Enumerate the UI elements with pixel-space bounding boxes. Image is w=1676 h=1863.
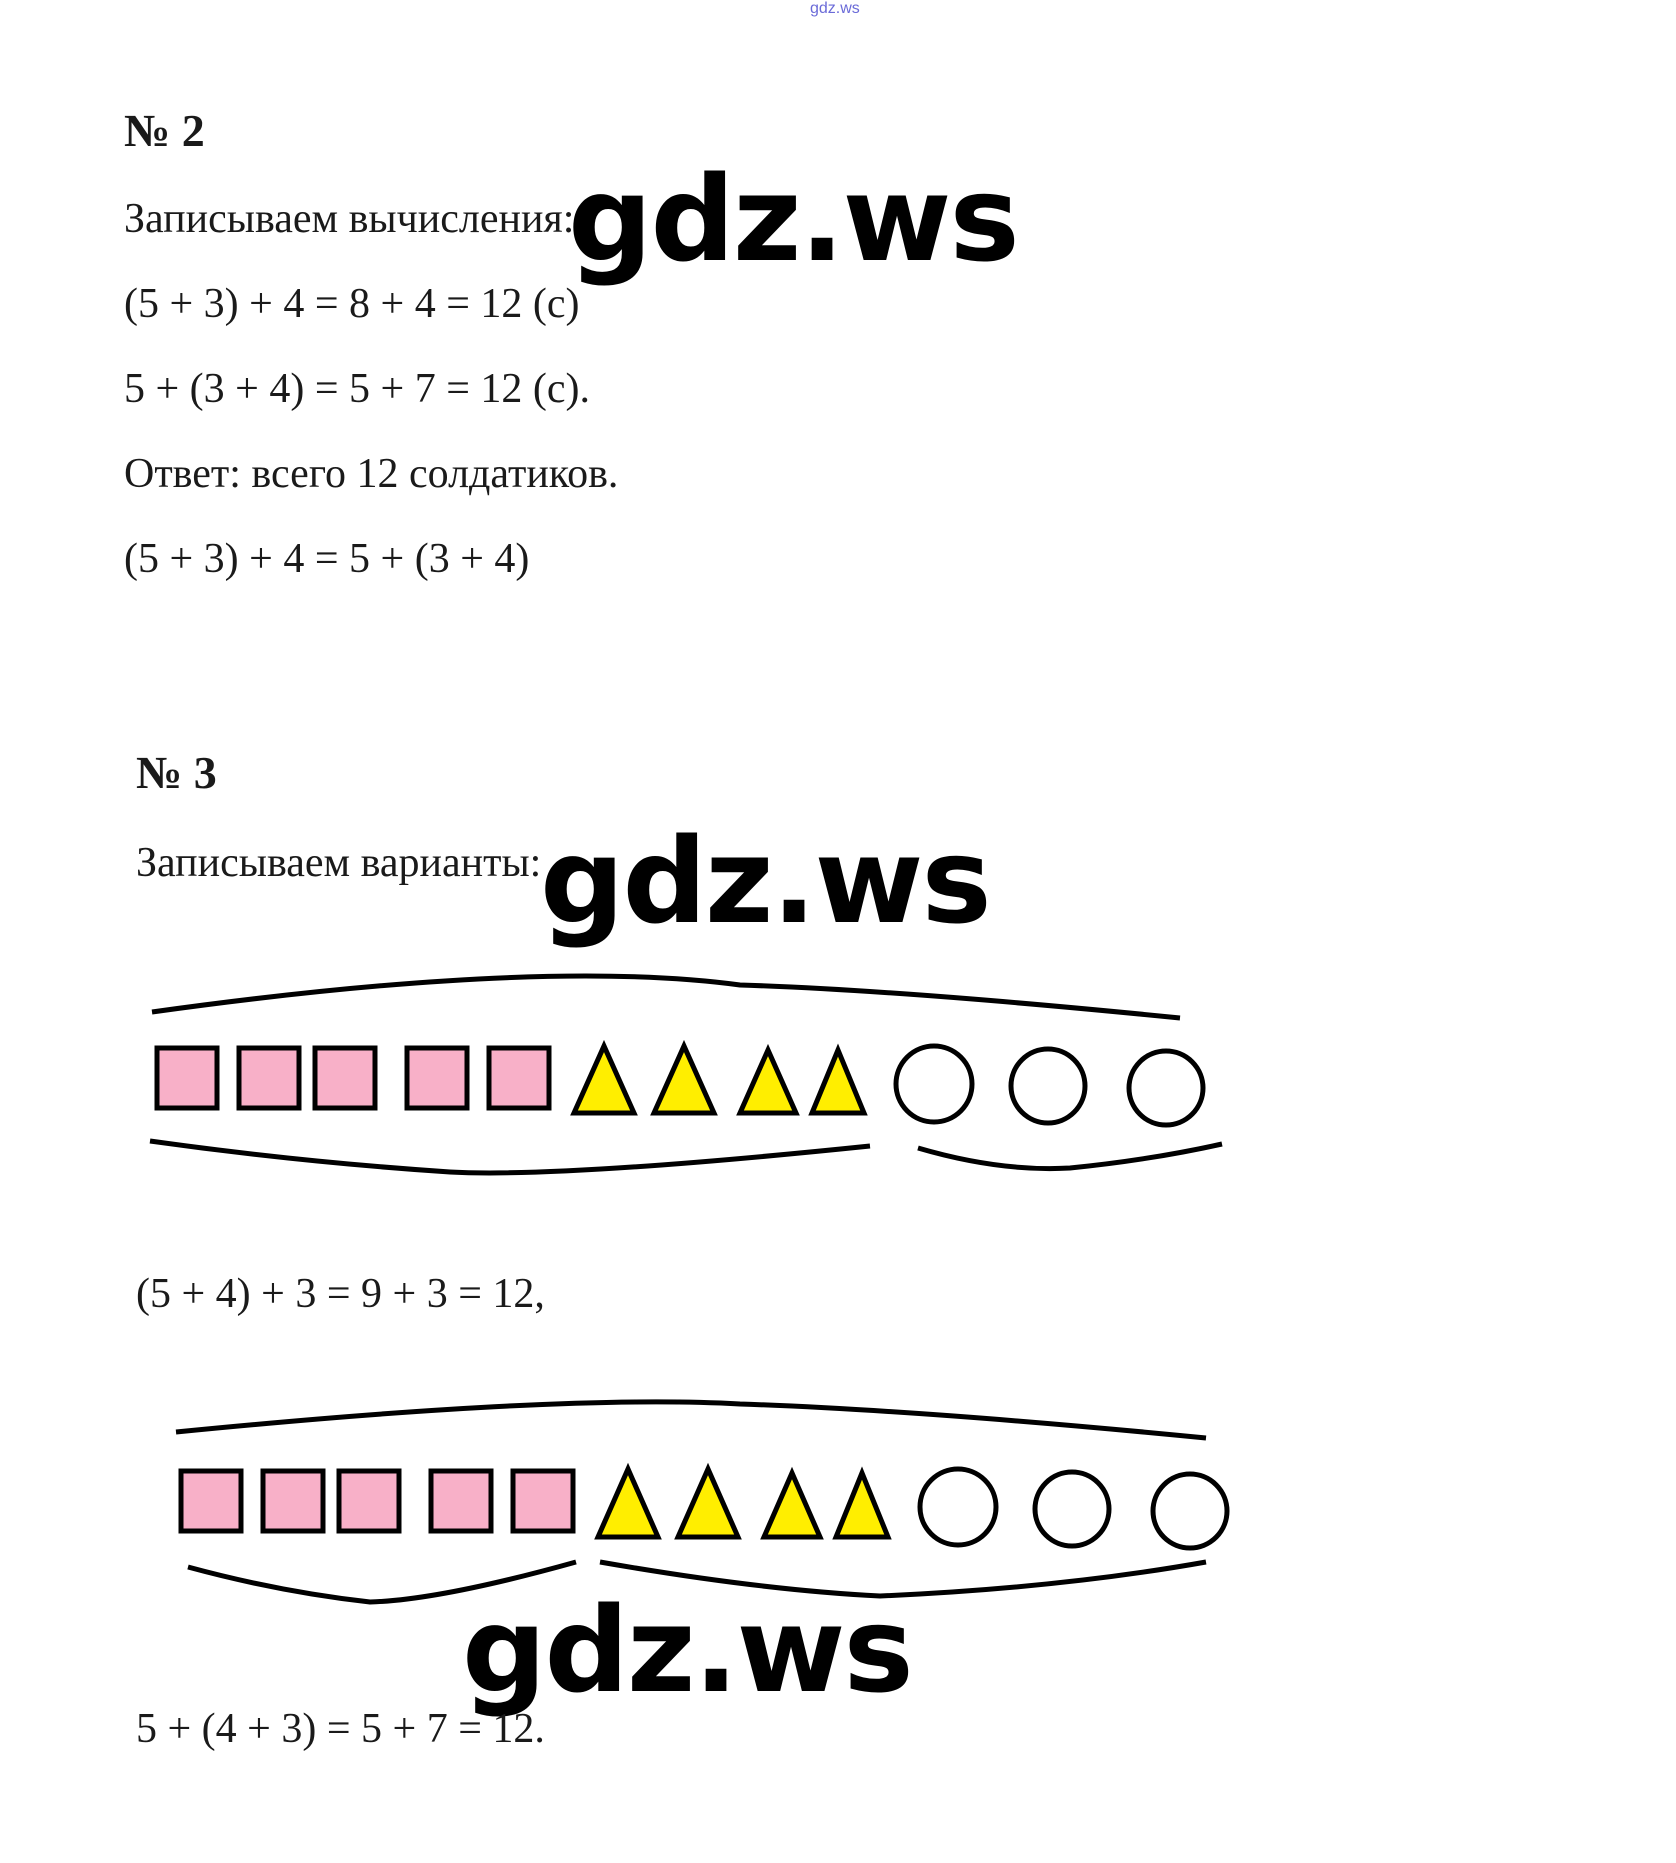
triangle (650, 1039, 718, 1116)
square (236, 1045, 302, 1111)
square (154, 1045, 220, 1111)
squares-group-2 (178, 1468, 576, 1534)
square (486, 1045, 552, 1111)
triangle (832, 1466, 892, 1540)
circle (1008, 1046, 1088, 1126)
triangle (808, 1043, 868, 1116)
task-2-line-2: 5 + (3 + 4) = 5 + 7 = 12 (с). (124, 366, 591, 412)
triangle (736, 1043, 800, 1116)
watermark-3: gdz.ws (462, 1581, 914, 1719)
triangle (760, 1466, 824, 1540)
task-2-line-4: (5 + 3) + 4 = 5 + (3 + 4) (124, 536, 530, 582)
circles-group-1 (893, 1043, 1206, 1128)
circle (1150, 1471, 1230, 1551)
square (178, 1468, 244, 1534)
site-mark: gdz.ws (810, 0, 860, 17)
square (428, 1468, 494, 1534)
triangles-group-1 (570, 1039, 868, 1116)
task-2-line-1: (5 + 3) + 4 = 8 + 4 = 12 (с) (124, 281, 580, 327)
task-2-intro: Записываем вычисления: (124, 196, 575, 242)
squares-group-1 (154, 1045, 552, 1111)
triangle (570, 1039, 638, 1116)
circle (1032, 1469, 1112, 1549)
task-2-answer: Ответ: всего 12 солдатиков. (124, 451, 619, 497)
square (510, 1468, 576, 1534)
task-3-number: № 3 (136, 747, 217, 798)
top-brace-1 (151, 973, 1181, 1021)
circle (917, 1466, 999, 1548)
triangle (674, 1462, 742, 1540)
triangle (594, 1462, 662, 1540)
top-brace-2 (175, 1399, 1207, 1441)
bottom-brace-right-2 (599, 1559, 1207, 1599)
square (312, 1045, 378, 1111)
task-3-intro: Записываем варианты: (136, 840, 542, 886)
watermark-2: gdz.ws (540, 812, 992, 950)
bottom-brace-left-2 (187, 1559, 577, 1605)
task-2-number: № 2 (124, 105, 205, 156)
circle (893, 1043, 975, 1125)
circle (1126, 1048, 1206, 1128)
bottom-brace-right-1 (917, 1141, 1223, 1172)
triangles-group-2 (594, 1462, 892, 1540)
square (260, 1468, 326, 1534)
square (404, 1045, 470, 1111)
task-3-equation-1: (5 + 4) + 3 = 9 + 3 = 12, (136, 1271, 545, 1317)
square (336, 1468, 402, 1534)
task-3-equation-2: 5 + (4 + 3) = 5 + 7 = 12. (136, 1706, 545, 1752)
bottom-brace-left-1 (149, 1138, 871, 1176)
circles-group-2 (917, 1466, 1230, 1551)
watermark-1: gdz.ws (568, 150, 1020, 288)
